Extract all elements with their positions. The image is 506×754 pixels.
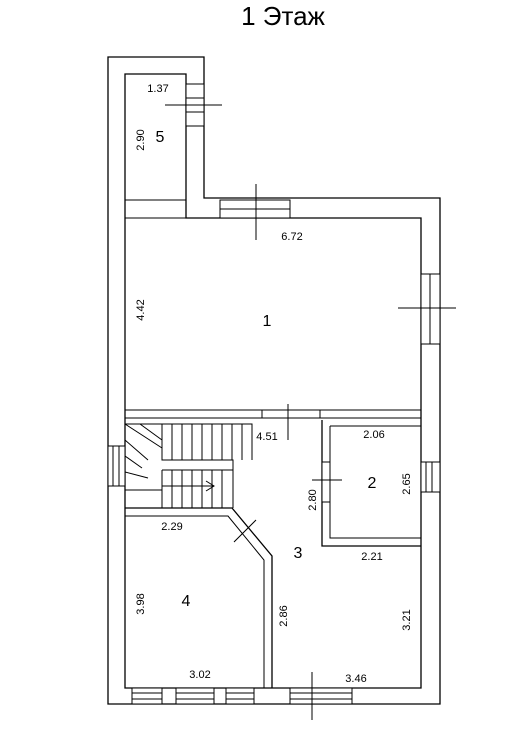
room5-bottom-wall (125, 199, 186, 219)
dim-room5-height: 2.90 (135, 129, 147, 150)
room-label-2: 2 (368, 475, 377, 492)
window-room2-right (420, 461, 441, 493)
window-room1-top (219, 199, 291, 219)
room4-wall-inner (125, 515, 265, 688)
window-room4-bottom-3 (225, 687, 255, 705)
window-room1-right (420, 273, 441, 345)
dim-room3-height-left: 2.86 (278, 605, 290, 626)
window-staircase-left (107, 445, 126, 487)
plan-title: 1 Этаж (241, 1, 325, 31)
dim-stair-width: 4.51 (256, 431, 277, 443)
window-room4-bottom-2 (175, 687, 215, 705)
dim-room1-height: 4.42 (135, 299, 147, 320)
exterior-wall-outer (107, 56, 441, 705)
room-label-5: 5 (156, 129, 165, 146)
dim-room2-height-left: 2.80 (307, 489, 319, 510)
dim-room4-height: 3.98 (135, 593, 147, 614)
dim-room2-width: 2.06 (363, 429, 384, 441)
staircase (124, 423, 253, 509)
dim-room3-height-right: 3.21 (401, 609, 413, 630)
dim-room1-width: 6.72 (281, 231, 302, 243)
dim-room3-width-bottom: 3.46 (345, 673, 366, 685)
exterior-wall-inner (124, 73, 422, 689)
dim-room4-width-bottom: 3.02 (189, 669, 210, 681)
dim-room2-height-right: 2.65 (401, 473, 413, 494)
dim-room5-width: 1.37 (147, 83, 168, 95)
axis-ticks (165, 104, 456, 720)
window-room3-bottom (289, 687, 353, 705)
room-label-1: 1 (263, 313, 272, 330)
room-label-4: 4 (182, 593, 191, 610)
dim-room3-width-top: 2.21 (361, 551, 382, 563)
dim-room4-width-top: 2.29 (161, 521, 182, 533)
door-room2 (321, 461, 331, 503)
window-room4-bottom-1 (131, 687, 163, 705)
room-label-3: 3 (294, 545, 303, 562)
door-room1-room3 (261, 409, 321, 419)
room4-wall-outer (125, 507, 273, 688)
